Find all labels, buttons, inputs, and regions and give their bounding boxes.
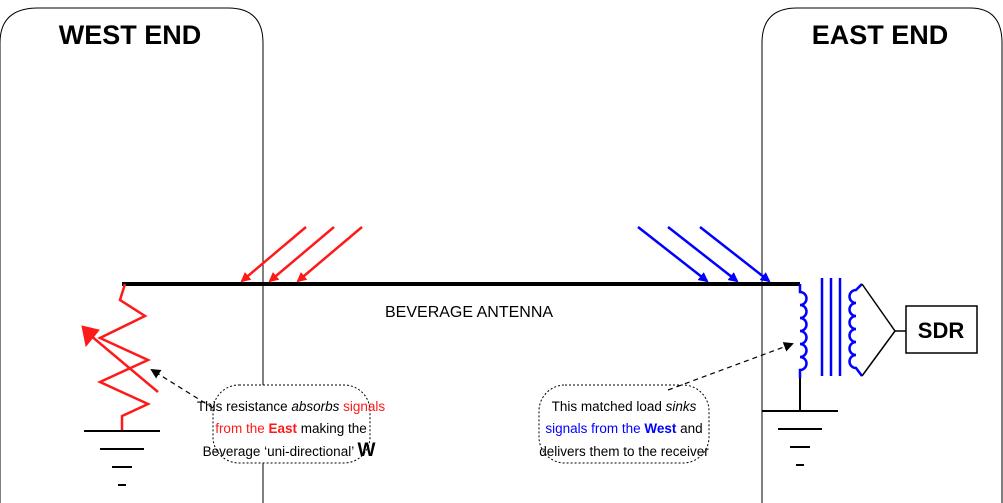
east-note-line-1: This matched load sinks — [552, 399, 697, 414]
west-note-line-2: from the East making the — [215, 421, 367, 436]
west-end-title: WEST END — [59, 20, 202, 50]
sdr-feedline — [861, 283, 906, 377]
west-signal-arrow — [667, 226, 739, 283]
east-end-box — [761, 7, 1003, 503]
west-end-box — [0, 7, 264, 503]
east-note-line-3: delivers them to the receiver — [539, 444, 709, 459]
west-note-line-3: Beverage ‘uni-directional’ W — [203, 440, 376, 461]
sdr-box — [905, 305, 978, 354]
east-end-title: EAST END — [812, 20, 949, 50]
beverage-antenna-label: BEVERAGE ANTENNA — [385, 304, 553, 321]
matching-transformer — [798, 278, 863, 378]
east-ground-symbol — [762, 378, 838, 466]
west-signal-arrow — [637, 226, 709, 283]
east-note-line-2: signals from the West and — [545, 421, 702, 436]
east-signal-arrows — [240, 226, 363, 283]
west-signal-arrows — [637, 226, 771, 283]
east-signal-arrow — [268, 226, 335, 283]
termination-resistor — [81, 283, 159, 431]
east-signal-arrow — [240, 226, 307, 283]
sdr-label: SDR — [918, 318, 965, 343]
east-callout: This matched load sinks signals from the… — [538, 342, 794, 464]
west-note-line-1: This resistance absorbs signals — [197, 399, 386, 414]
east-signal-arrow — [296, 226, 363, 283]
west-signal-arrow — [699, 226, 771, 283]
west-callout: This resistance absorbs signals from the… — [150, 368, 386, 464]
west-ground-symbol — [84, 430, 160, 486]
